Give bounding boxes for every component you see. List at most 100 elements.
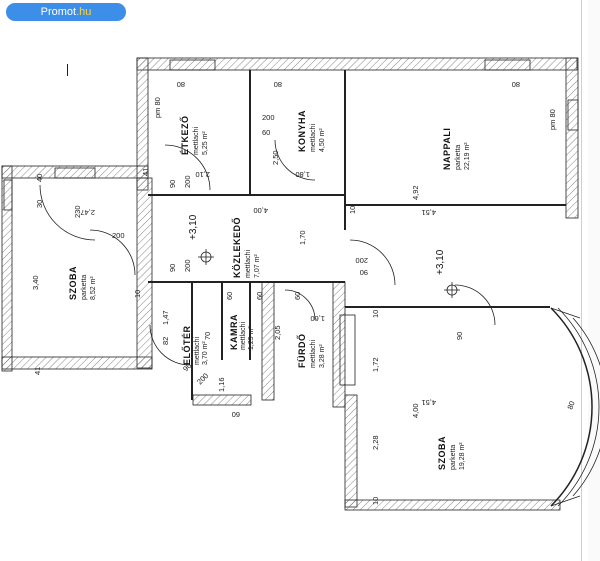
room-label-nappali: NAPPALI parketta 22,19 m² [442, 128, 471, 170]
dim-label: 90 [455, 332, 464, 340]
watermark-brand: Promot [40, 6, 77, 18]
dim-label: 1,80 [295, 170, 310, 179]
room-area: 3,28 m² [319, 344, 326, 368]
room-floor: mettlachi [310, 124, 317, 152]
room-name: FÜRDŐ [296, 334, 307, 369]
room-label-konyha: KONYHA mettlachi 4,50 m² [297, 110, 326, 152]
exterior-walls [1, 57, 579, 511]
room-name: KAMRA [229, 314, 239, 350]
room-label-szoba-right: SZOBA parketta 19,28 m² [437, 436, 466, 470]
text-cursor [67, 64, 68, 76]
room-area: 1,29 m² [248, 326, 255, 350]
dim-label: 2,10 [195, 170, 210, 179]
dim-label: 4,51 [421, 398, 436, 407]
dim-label: 60 [255, 292, 264, 300]
room-label-furdo: FÜRDŐ mettlachi 3,28 m² [296, 334, 326, 369]
dim-label: 4,00 [411, 403, 420, 418]
dim-label: 60 [225, 292, 234, 300]
room-label-eloter: ELŐTÉR mettlachi 3,70 m² [181, 325, 209, 365]
level-hall: +3,10 [188, 214, 199, 240]
room-area: 19,28 m² [459, 442, 466, 470]
dim-label: 230 [73, 205, 82, 218]
room-name: KONYHA [297, 110, 307, 152]
dim-label: 80 [512, 80, 520, 89]
window-marks [3, 59, 579, 386]
dim-label: 4,92 [411, 185, 420, 200]
room-area: 3,70 m² [202, 341, 209, 365]
room-area: 22,19 m² [464, 142, 471, 170]
dim-label: 200 [112, 231, 125, 240]
room-name: NAPPALI [442, 128, 452, 170]
room-name: ELŐTÉR [181, 325, 192, 365]
interior-walls [148, 70, 566, 400]
dim-label: 2,05 [273, 325, 282, 340]
dim-label: 41 [33, 367, 42, 375]
room-label-kamra: KAMRA mettlachi 1,29 m² [229, 314, 255, 350]
dim-label: 1,72 [371, 357, 380, 372]
dim-label: 90 [168, 264, 177, 272]
dim-label: 70 [203, 332, 212, 340]
dim-label: 4,51 [421, 208, 436, 217]
room-floor: mettlachi [245, 250, 252, 278]
dim-label: 82 [161, 337, 170, 345]
room-label-kozlekedo: KÖZLEKEDŐ mettlachi 7,07 m² [231, 217, 261, 278]
room-floor: mettlachi [240, 322, 247, 350]
dim-label: 80 [274, 80, 282, 89]
dim-label: 60 [232, 410, 240, 419]
dim-label: 3,40 [31, 275, 40, 290]
dim-label: 2,28 [371, 435, 380, 450]
room-name: KÖZLEKEDŐ [231, 217, 242, 278]
dim-label: 1,70 [298, 230, 307, 245]
dim-label: 90 [360, 268, 368, 277]
room-area: 5,25 m² [202, 131, 209, 155]
dim-label: 200 [183, 175, 192, 188]
watermark-ext: .hu [76, 6, 92, 18]
dim-label: 60 [293, 292, 302, 300]
room-area: 4,50 m² [319, 128, 326, 152]
dim-label: 80 [177, 80, 185, 89]
dim-label: pm 80 [153, 97, 162, 118]
dim-label: 40 [35, 174, 44, 182]
room-name: SZOBA [437, 436, 447, 470]
right-border [581, 0, 582, 561]
level-living: +3,10 [435, 249, 446, 275]
dim-label: 2,47 [80, 208, 95, 217]
dim-label: 1,47 [161, 310, 170, 325]
dim-label: 10 [348, 206, 357, 214]
level-markers [198, 249, 460, 298]
dim-label: 41 [141, 168, 150, 176]
door-swings [39, 139, 496, 366]
dimension-labels: 80 80 80 pm 80 pm 80 200 60 2,50 2,10 1,… [31, 80, 577, 505]
dim-label: 200 [262, 113, 275, 122]
room-floor: parketta [450, 445, 457, 470]
dim-label: 1,16 [217, 377, 226, 392]
room-floor: parketta [455, 145, 462, 170]
dim-label: 60 [262, 128, 270, 137]
room-area: 8,52 m² [90, 276, 97, 300]
dim-label: 200 [183, 259, 192, 272]
dim-label: 200 [355, 256, 368, 265]
room-floor: mettlachi [310, 340, 317, 368]
room-floor: parketta [81, 275, 88, 300]
watermark-badge: Promot.hu [6, 3, 126, 21]
room-floor: mettlachi [194, 337, 201, 365]
room-floor: mettlachi [193, 127, 200, 155]
bay-window-arc [550, 307, 593, 507]
room-name: ÉTKEZŐ [179, 115, 190, 155]
dim-label: 10 [133, 290, 142, 298]
room-label-szoba-left: SZOBA parketta 8,52 m² [68, 266, 97, 300]
dim-label: 200 [195, 371, 210, 386]
dim-label: 2,50 [271, 150, 280, 165]
dim-label: 4,00 [253, 206, 268, 215]
dim-label: 10 [371, 497, 380, 505]
room-area: 7,07 m² [254, 254, 261, 278]
room-label-etkezo: ÉTKEZŐ mettlachi 5,25 m² [179, 115, 209, 155]
dim-label: pm 80 [548, 109, 557, 130]
room-name: SZOBA [68, 266, 78, 300]
dim-label: 1,60 [310, 314, 325, 323]
dim-label: 10 [371, 310, 380, 318]
dim-label: 80 [565, 400, 576, 411]
dim-label: 30 [35, 200, 44, 208]
dim-label: 90 [168, 180, 177, 188]
